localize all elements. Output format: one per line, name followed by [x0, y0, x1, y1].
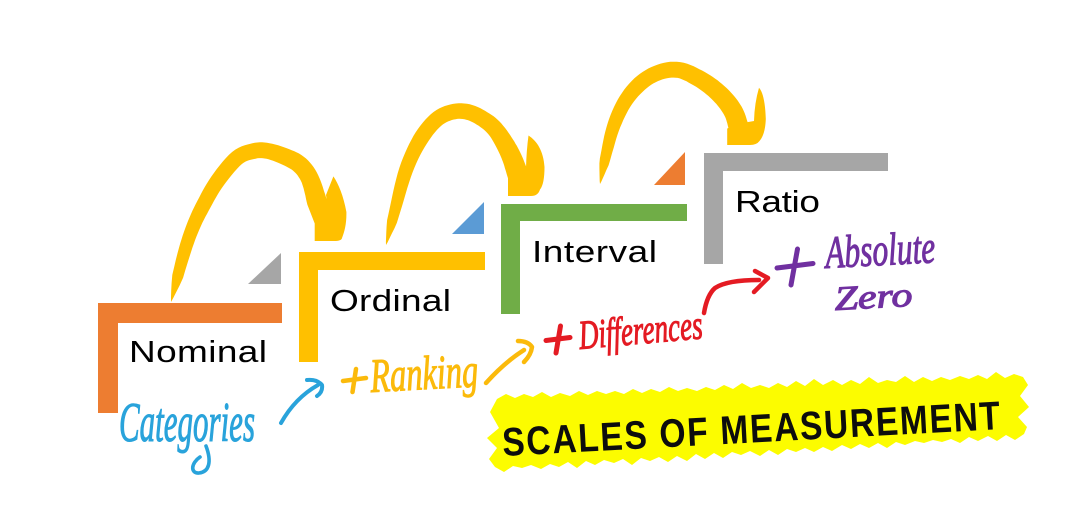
svg-text:Ranking: Ranking [368, 344, 479, 403]
svg-text:Ratio: Ratio [735, 185, 820, 219]
svg-text:Ordinal: Ordinal [330, 284, 451, 318]
svg-text:Zero: Zero [833, 277, 913, 318]
svg-text:Differences: Differences [576, 301, 704, 358]
svg-text:Categories: Categories [119, 392, 255, 454]
svg-text:Absolute: Absolute [822, 221, 937, 278]
svg-text:Nominal: Nominal [129, 335, 267, 369]
svg-text:Interval: Interval [532, 235, 657, 269]
